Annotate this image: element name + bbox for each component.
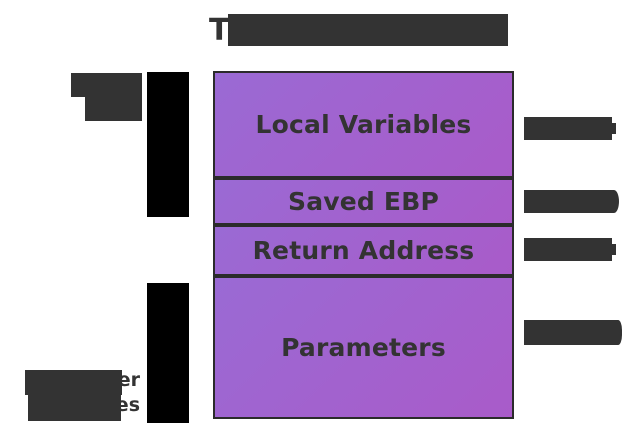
stack-segment-return-address-label: Return Address [252, 236, 475, 265]
annotation-redaction-parameters [524, 320, 622, 345]
annotation-redaction-local-variables [524, 117, 616, 140]
stack-growth-redaction-line1 [71, 73, 142, 97]
annotation-redaction-saved-ebp [524, 190, 619, 213]
title-redaction-block [228, 14, 508, 46]
stack-growth-arrow-redaction [147, 72, 189, 217]
stack-segment-parameters: Parameters [213, 276, 514, 419]
higher-addresses-redaction-line2 [28, 395, 121, 421]
stack-segment-saved-ebp: Saved EBP [213, 178, 514, 225]
stack-segment-local-variables: Local Variables [213, 71, 514, 178]
higher-addresses-redaction-line1 [25, 370, 122, 395]
annotation-redaction-return-address [524, 238, 616, 261]
higher-addresses-arrow-redaction [147, 283, 189, 423]
stack-frame-diagram: Local Variables Saved EBP Return Address… [213, 71, 514, 419]
stack-segment-local-variables-label: Local Variables [255, 110, 472, 139]
stack-segment-parameters-label: Parameters [281, 333, 446, 362]
stack-growth-redaction-line2 [85, 96, 142, 121]
stack-segment-return-address: Return Address [213, 225, 514, 276]
stack-segment-saved-ebp-label: Saved EBP [288, 187, 439, 216]
